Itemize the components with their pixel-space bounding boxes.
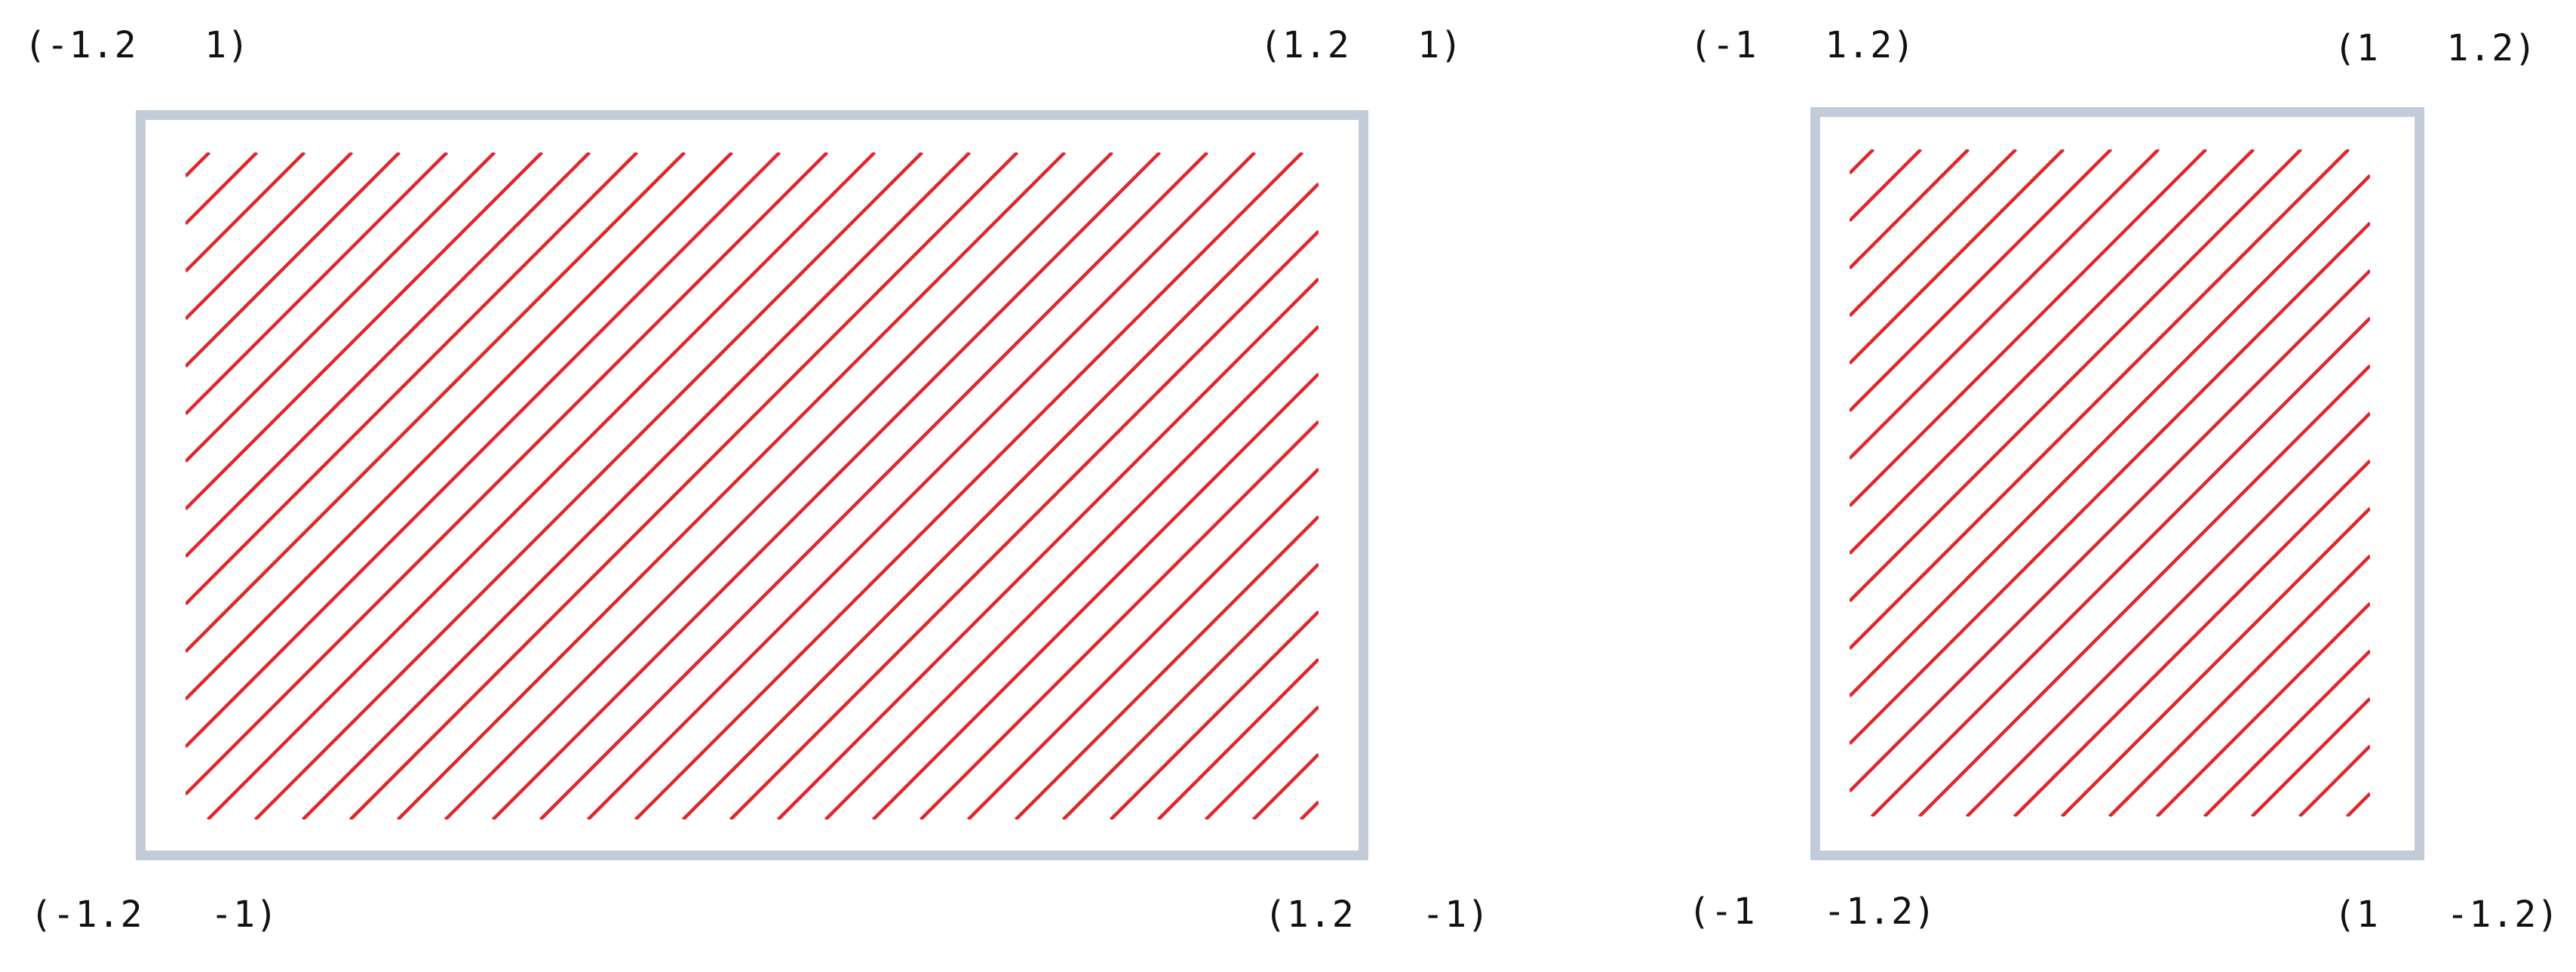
- right-hatch-line: [1850, 221, 2370, 746]
- right-top-right-label: (1 1.2): [2334, 27, 2538, 69]
- left-hatch-line: [586, 152, 1257, 820]
- left-hatch-line: [186, 152, 591, 558]
- left-hatch-line: [444, 152, 1114, 820]
- left-hatch-line: [1109, 610, 1319, 820]
- right-hatch-line: [1870, 316, 2370, 817]
- left-hatch-line: [824, 325, 1319, 820]
- left-hatch-area: [186, 152, 1319, 820]
- left-bottom-left-label: (-1.2 -1): [30, 894, 278, 936]
- left-hatch-line: [186, 152, 259, 226]
- left-hatch-line: [186, 152, 449, 416]
- right-hatch-line: [1850, 149, 2065, 365]
- left-hatch-line: [776, 277, 1319, 820]
- left-hatch-line: [1251, 752, 1319, 820]
- left-top-left-label: (-1.2 1): [24, 24, 250, 66]
- right-hatch-line: [1850, 149, 2160, 460]
- left-hatch-line: [539, 152, 1209, 820]
- right-hatch-line: [1850, 149, 1875, 175]
- left-hatch-line: [491, 152, 1162, 820]
- right-hatch-line: [2298, 744, 2370, 817]
- right-top-left-label: (-1 1.2): [1690, 24, 1915, 66]
- right-hatch-line: [2108, 554, 2370, 817]
- right-hatch-line: [1850, 149, 1923, 223]
- right-hatch-area: [1850, 149, 2370, 817]
- left-hatch-line: [919, 420, 1319, 820]
- left-hatch-line: [186, 152, 781, 749]
- left-hatch-line: [186, 152, 686, 654]
- right-hatch-line: [2060, 506, 2370, 817]
- left-hatch-line: [1204, 705, 1319, 820]
- left-hatch-line: [396, 152, 1067, 820]
- left-hatch-line: [966, 467, 1319, 820]
- right-hatch-line: [2345, 792, 2370, 817]
- right-bottom-right-label: (1 -1.2): [2334, 894, 2559, 936]
- right-hatch-line: [1850, 174, 2370, 698]
- left-hatch-line: [186, 152, 734, 701]
- right-hatch-line: [1850, 149, 2303, 603]
- left-hatch-line: [186, 152, 544, 511]
- left-hatch-line: [206, 152, 877, 820]
- left-hatch-line: [186, 152, 829, 796]
- right-hatch-line: [2203, 649, 2370, 817]
- right-hatch-line: [2155, 601, 2370, 817]
- left-hatch-line: [186, 152, 401, 368]
- right-hatch-line: [1850, 149, 2018, 318]
- left-hatch-line: [348, 152, 1019, 820]
- left-hatch-line: [729, 229, 1319, 820]
- right-hatch-line: [1850, 149, 2255, 555]
- left-hatch-line: [1014, 515, 1319, 820]
- left-top-right-label: (1.2 1): [1260, 24, 1463, 66]
- left-hatch-line: [634, 152, 1304, 820]
- right-hatch-line: [2250, 697, 2370, 817]
- right-hatch-line: [2013, 459, 2370, 817]
- left-hatch-line: [186, 152, 211, 178]
- left-hatch-line: [1299, 800, 1319, 820]
- left-hatch-line: [301, 152, 972, 820]
- left-hatch-line: [681, 182, 1319, 820]
- left-hatch-line: [186, 152, 639, 606]
- right-hatch-line: [1850, 149, 2208, 508]
- right-hatch-line: [1917, 364, 2370, 817]
- right-frame: [1810, 107, 2424, 860]
- left-hatch-line: [1061, 562, 1319, 820]
- right-hatch-line: [1850, 149, 2113, 413]
- left-hatch-line: [253, 152, 924, 820]
- left-hatch-line: [1156, 657, 1319, 820]
- left-hatch-line: [871, 372, 1319, 820]
- left-hatch-line: [186, 152, 354, 321]
- left-bottom-right-label: (1.2 -1): [1264, 894, 1490, 936]
- left-hatch-line: [186, 152, 496, 463]
- left-hatch-line: [186, 152, 306, 273]
- right-hatch-line: [1850, 149, 1970, 270]
- right-bottom-left-label: (-1 -1.2): [1688, 890, 1936, 933]
- right-hatch-line: [1965, 411, 2370, 817]
- right-hatch-line: [1850, 269, 2370, 793]
- right-hatch-line: [1850, 149, 2350, 651]
